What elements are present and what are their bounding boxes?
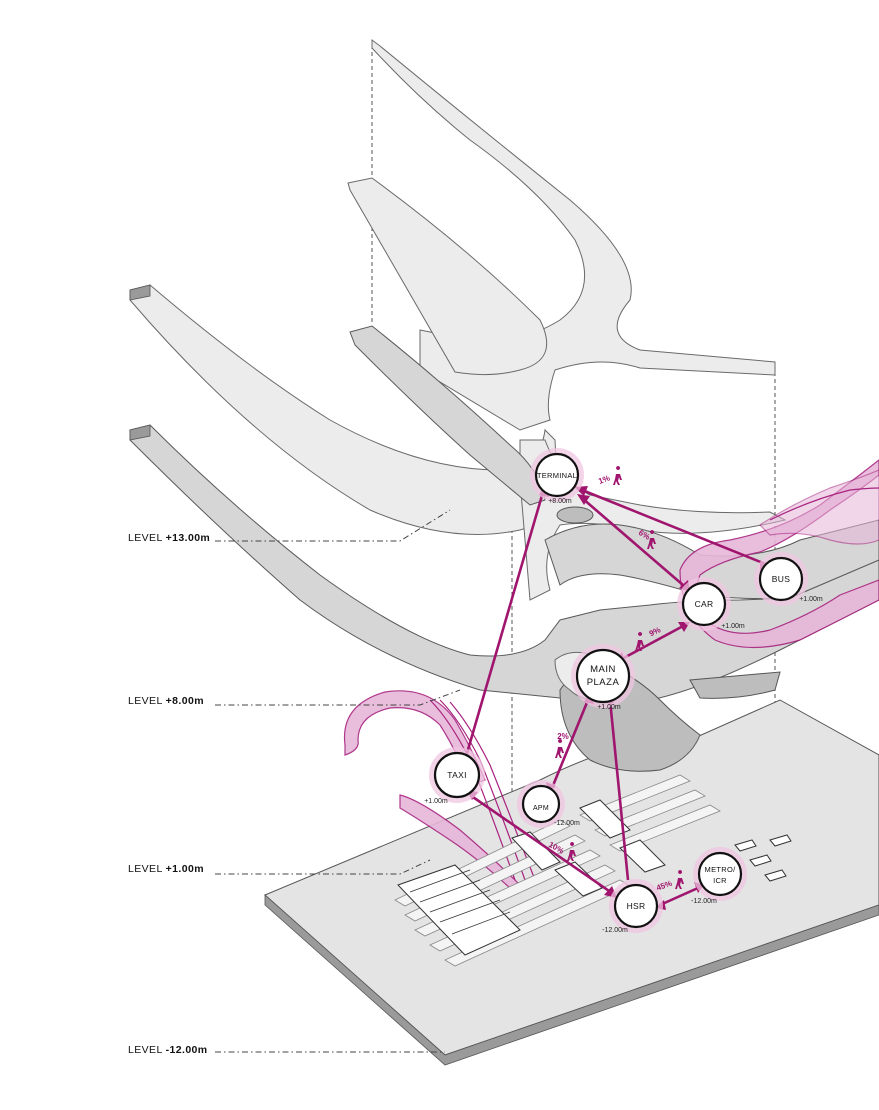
svg-text:9%: 9% [648,625,662,638]
node-terminal[interactable]: TERMINAL +8.00m [530,448,584,505]
flow-bus-terminal [581,488,769,567]
node-car-elevation: +1.00m [721,623,745,630]
node-apm[interactable]: APM -12.00m [517,780,580,828]
transport-nodes: TERMINAL +8.00m BUS +1.00m CAR +1.00m MA… [424,448,823,934]
node-hsr-label: HSR [627,901,646,911]
node-terminal-label: TERMINAL [537,471,577,480]
node-metro-elevation: -12.00m [691,898,717,905]
flow-share-apm: 2% [555,732,569,758]
node-taxi[interactable]: TAXI +1.00m [424,747,485,805]
node-hsr[interactable]: HSR -12.00m [602,879,663,934]
flow-taxi-hsr [469,793,613,895]
flow-share-plaza: 9% [635,625,662,651]
person-walking-icon [567,842,576,861]
person-walking-icon [613,466,622,485]
flow-car-terminal [581,497,684,586]
node-main-plaza-label-2: PLAZA [587,677,620,688]
node-apm-elevation: -12.00m [554,820,580,827]
flow-taxi-terminal [463,491,545,761]
node-car[interactable]: CAR +1.00m [677,577,745,631]
level-labels: LEVEL +13.00m LEVEL +8.00m LEVEL +1.00m … [128,532,210,1056]
flow-hsr-plaza [608,699,630,881]
node-bus[interactable]: BUS +1.00m [754,552,823,606]
node-metro-icr[interactable]: METRO/ ICR -12.00m [691,847,747,905]
level-label-1: LEVEL +1.00m [128,863,204,875]
node-apm-label: APM [533,805,549,812]
rail-tracks [394,774,792,967]
svg-text:1%: 1% [597,473,611,485]
person-walking-icon [635,632,644,651]
node-main-plaza-label-1: MAIN [590,664,616,675]
level-label-minus-12: LEVEL -12.00m [128,1044,208,1056]
level-label-13: LEVEL +13.00m [128,532,210,544]
node-terminal-elevation: +8.00m [548,498,572,505]
node-metro-label-1: METRO/ [705,865,737,874]
node-car-label: CAR [695,599,714,609]
person-walking-icon [675,870,684,889]
person-walking-icon [555,739,564,758]
node-main-plaza[interactable]: MAIN PLAZA +1.00m [571,644,635,711]
flow-apm-plaza [550,699,590,789]
node-hsr-elevation: -12.00m [602,927,628,934]
node-main-plaza-elevation: +1.00m [597,704,621,711]
node-bus-elevation: +1.00m [799,596,823,603]
node-metro-label-2: ICR [713,876,727,885]
node-taxi-elevation: +1.00m [424,798,448,805]
road-ramps [343,459,879,891]
node-bus-label: BUS [772,574,790,584]
flow-share-bus: 1% [597,466,622,486]
person-walking-icon [647,530,656,549]
svg-text:2%: 2% [557,732,569,741]
flow-plaza-car [619,623,686,662]
node-taxi-label: TAXI [447,770,466,780]
slab-level-13 [129,39,787,601]
level-label-8: LEVEL +8.00m [128,695,204,707]
level-leaders [215,509,461,1053]
flow-hsr-metro [659,886,699,907]
